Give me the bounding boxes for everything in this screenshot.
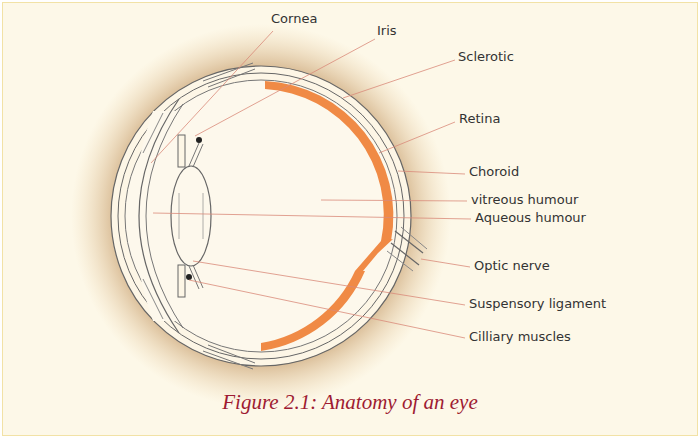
part-label: Sclerotic [458,49,514,65]
part-label: vitreous humour [471,192,578,208]
part-label: Retina [459,111,500,127]
part-label: Cornea [271,11,317,27]
part-label: Iris [377,23,397,39]
part-label: Cilliary muscles [469,329,571,345]
part-label: Choroid [469,164,519,180]
figure-caption: Figure 2.1: Anatomy of an eye [3,390,697,415]
eye-illustration [3,3,697,435]
part-label: Optic nerve [474,258,550,274]
part-label: Aqueous humour [475,210,586,226]
part-label: Suspensory ligament [469,296,606,312]
